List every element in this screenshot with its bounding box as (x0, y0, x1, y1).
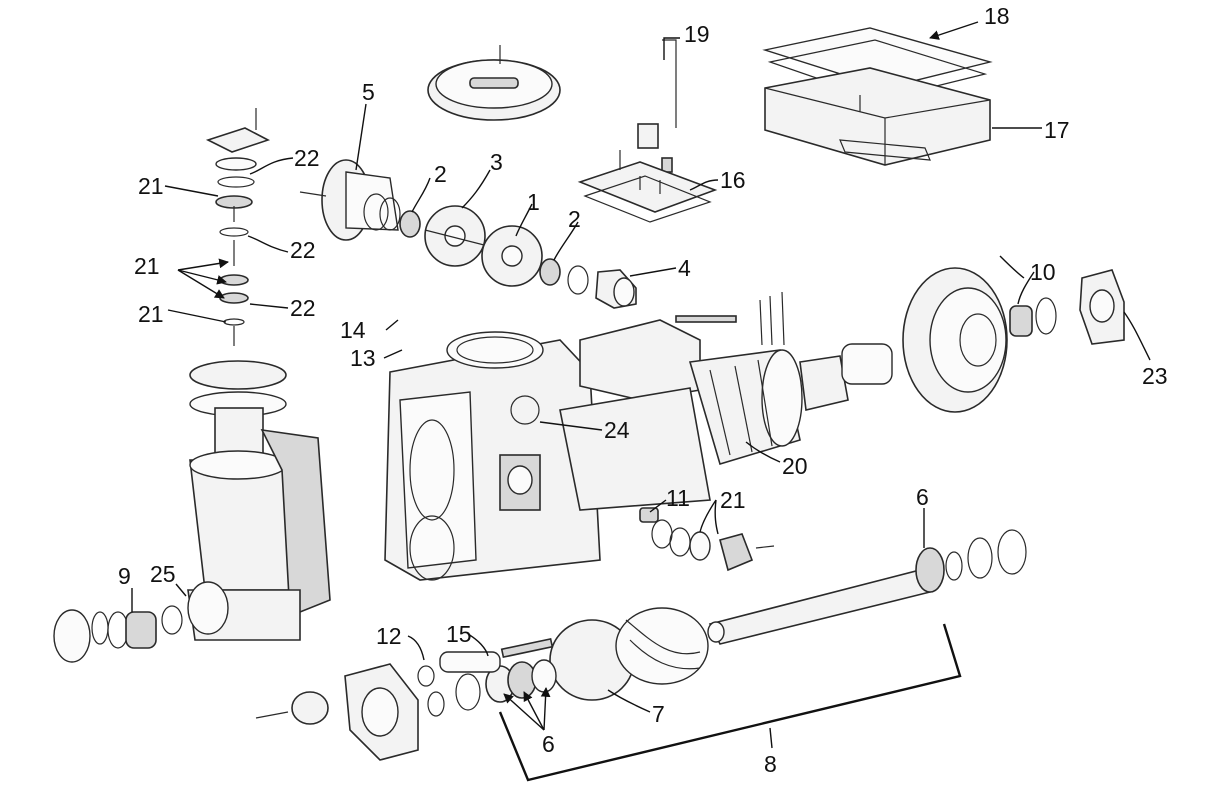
slide-rotor-left (424, 205, 489, 267)
callout-22: 22 (290, 237, 316, 263)
callout-21: 21 (138, 173, 164, 199)
callout-6: 6 (542, 731, 555, 757)
top-flange-stack (205, 108, 271, 346)
rotor-shaft (707, 569, 932, 645)
callout-18: 18 (984, 3, 1010, 29)
callout-2: 2 (434, 161, 447, 187)
motor-end-cover (902, 267, 1057, 413)
callout-12: 12 (376, 623, 402, 649)
shaft-bearings (915, 529, 1027, 593)
callout-6: 6 (916, 484, 929, 510)
valve-part (637, 39, 677, 173)
screw-rotor (549, 607, 709, 701)
callout-19: 19 (684, 21, 710, 47)
callout-2: 2 (568, 206, 581, 232)
top-cover-disc (427, 45, 561, 121)
compressor-housing (384, 319, 711, 581)
bearing-upper-left (399, 210, 421, 238)
terminal-box (764, 67, 991, 166)
callout-23: 23 (1142, 363, 1168, 389)
callout-9: 9 (118, 563, 131, 589)
callout-22: 22 (290, 295, 316, 321)
callout-3: 3 (490, 149, 503, 175)
callout-20: 20 (782, 453, 808, 479)
bearing-upper-right (539, 258, 561, 286)
assembly-bracket (498, 623, 962, 782)
callout-11: 11 (666, 485, 690, 511)
callout-14: 14 (340, 317, 366, 343)
callout-21: 21 (134, 253, 160, 279)
discharge-flange (567, 265, 637, 309)
callout-24: 24 (604, 417, 630, 443)
callout-8: 8 (764, 751, 777, 777)
sensor-parts (639, 507, 775, 572)
bearing-set-left (417, 637, 557, 711)
motor-stator (675, 291, 893, 465)
callout-4: 4 (678, 255, 691, 281)
oil-separator (187, 360, 331, 641)
callout-21: 21 (720, 487, 746, 513)
slide-rotor-right (481, 225, 543, 287)
callout-17: 17 (1044, 117, 1070, 143)
callout-21: 21 (138, 301, 164, 327)
leader-lines (131, 21, 1151, 731)
callout-numbers: 1 2 2 3 4 5 6 6 7 8 9 10 11 12 13 14 15 … (118, 3, 1168, 777)
callout-5: 5 (362, 79, 375, 105)
oil-filter-assembly (53, 605, 183, 663)
callout-10: 10 (1030, 259, 1056, 285)
callout-22: 22 (294, 145, 320, 171)
end-cover-lower (255, 663, 445, 761)
suction-flange (299, 159, 401, 241)
callout-13: 13 (350, 345, 376, 371)
end-flange-plate (1079, 269, 1125, 345)
callout-15: 15 (446, 621, 472, 647)
callout-25: 25 (150, 561, 176, 587)
callout-7: 7 (652, 701, 665, 727)
callout-1: 1 (527, 189, 540, 215)
callout-16: 16 (720, 167, 746, 193)
terminal-board (577, 150, 718, 223)
